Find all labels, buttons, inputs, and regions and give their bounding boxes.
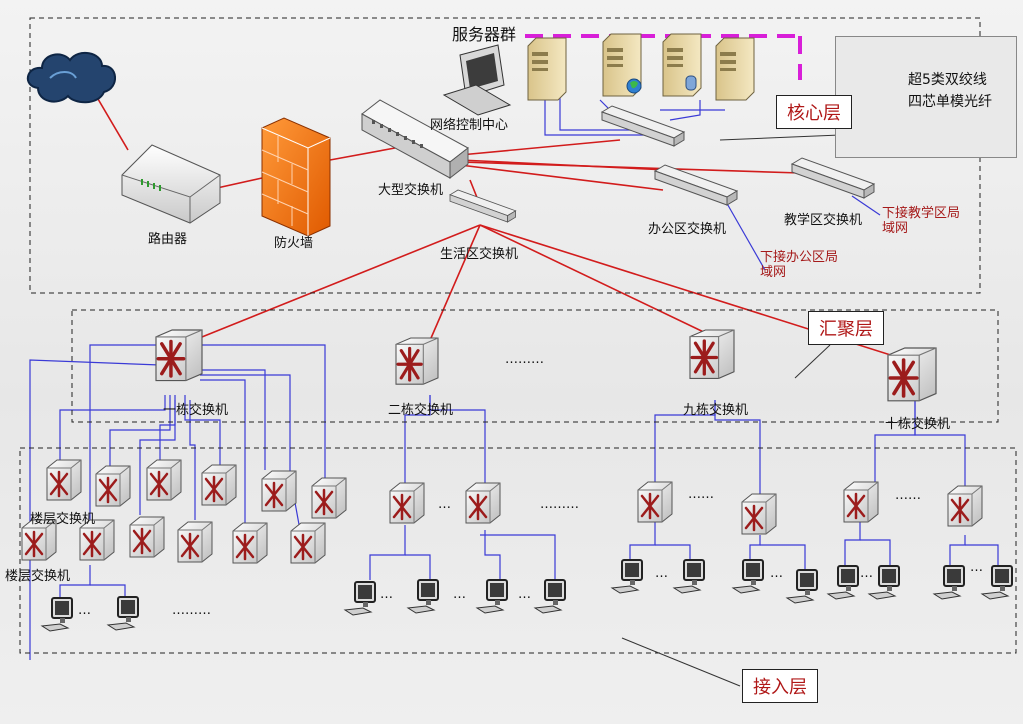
to-teaching-lan-label: 下接教学区局 域网 [882,206,961,236]
floor-switch-icon [464,481,502,525]
access-pointer [621,637,741,687]
firewall-label: 防火墙 [274,236,314,251]
ellipsis: ……… [505,352,544,367]
pc-icon [611,559,643,594]
access-layer-callout: 接入层 [742,669,818,703]
ellipsis: … [438,497,451,512]
core-pointer [719,134,841,141]
server-group-dash [525,34,802,80]
floor-switch-icon [289,521,327,565]
ellipsis: ……… [172,603,211,618]
floor-switch-icon [231,521,269,565]
ellipsis: … [453,587,466,602]
building2-switch-label: 二栋交换机 [388,403,454,418]
pc-icon [476,579,508,614]
office-zone-switch-label: 办公区交换机 [648,222,727,237]
pc-icon [786,569,818,604]
server-icon [527,37,567,101]
building1-switch-label: 一栋交换机 [163,403,229,418]
aggregation-pointer [794,344,831,379]
server-icon [602,33,642,97]
building1-switch-icon [154,328,204,383]
building10-switch-icon [886,346,938,403]
floor-switch-icon [946,484,984,528]
twisted-pair-links [29,95,999,660]
pc-icon [344,581,376,616]
floor-switch-icon [45,458,83,502]
pc-icon [933,565,965,600]
teaching-zone-switch-label: 教学区交换机 [784,213,863,228]
floor-switch-icon [740,492,778,536]
building2-switch-icon [394,336,440,386]
aggregation-layer-box [71,309,999,423]
floor-switch-icon [176,520,214,564]
ellipsis: …… [895,488,921,503]
access-layer-box [19,447,1017,654]
large-switch-icon [361,99,469,180]
floor-switch-icon [636,480,674,524]
ellipsis: … [518,587,531,602]
ellipsis: …… [688,487,714,502]
server-group-label: 服务器群 [452,25,517,44]
core-layer-callout: 核心层 [776,95,852,129]
large-switch-label: 大型交换机 [378,183,444,198]
floor-switch-icon [128,515,166,559]
ellipsis: … [655,566,668,581]
floor-switch-icon [200,463,238,507]
server-icon [715,37,755,101]
internet-cloud-icon [27,51,116,104]
pc-icon [673,559,705,594]
floor-switch-icon [842,480,880,524]
legend-box [835,36,1017,158]
pc-icon [827,565,859,600]
floor-switch-icon [145,458,183,502]
control-center-pc-icon [442,44,512,116]
pc-icon [732,559,764,594]
aggregation-layer-callout: 汇聚层 [808,311,884,345]
teaching-switch-icon [791,157,875,199]
server-icon [662,33,702,97]
pc-icon [981,565,1013,600]
ellipsis: ……… [540,497,579,512]
network-control-center-label: 网络控制中心 [430,118,509,133]
pc-icon [41,597,73,632]
legend-fiber-label: 四芯单模光纤 [908,94,992,110]
building10-switch-label: 十栋交换机 [885,417,951,432]
pc-icon [107,596,139,631]
floor-switch-icon [310,476,348,520]
ellipsis: … [970,560,983,575]
ellipsis: … [78,603,91,618]
ellipsis: … [860,566,873,581]
to-office-lan-label: 下接办公区局 域网 [760,250,839,280]
floor-switch-icon [94,464,132,508]
floor-switch-icon [388,481,426,525]
building9-switch-label: 九栋交换机 [683,403,749,418]
living-zone-switch-label: 生活区交换机 [440,247,519,262]
pc-icon [534,579,566,614]
floor-switch-icon [260,469,298,513]
floor-switch-label: 楼层交换机 [5,569,71,584]
living-zone-switch-icon [449,189,516,223]
router-icon [121,144,221,224]
ellipsis: … [770,566,783,581]
building9-switch-icon [688,328,736,381]
pc-icon [407,579,439,614]
floor-switch-label: 楼层交换机 [30,512,96,527]
firewall-icon [261,117,331,237]
router-label: 路由器 [148,232,188,247]
legend-twisted-pair-label: 超5类双绞线 [908,72,987,88]
pc-icon [868,565,900,600]
ellipsis: … [380,587,393,602]
